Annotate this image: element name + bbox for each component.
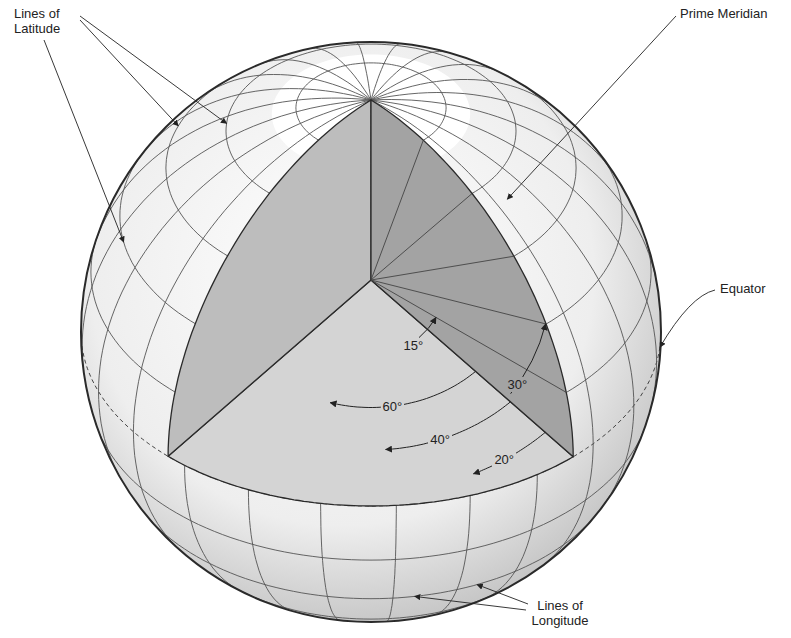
cutaway-wedge [168, 100, 573, 506]
leader-line [44, 40, 124, 242]
globe-grid [81, 42, 661, 621]
leader-line [660, 290, 715, 347]
latitude-ray [371, 194, 472, 281]
angle-label: 20° [492, 452, 516, 467]
callout-label: Equator [720, 281, 766, 296]
callout-label: Lines of Longitude [522, 598, 598, 628]
longitude-line [260, 60, 371, 100]
leader-line [80, 20, 178, 126]
globe-outline [81, 42, 661, 622]
angle-arcs [330, 317, 545, 473]
leader-line [507, 16, 676, 199]
angle-label: 15° [402, 338, 426, 353]
latitude-ray [371, 140, 423, 280]
leader-lines [44, 16, 715, 610]
angle-label: 30° [506, 377, 530, 392]
globe-body [81, 42, 661, 622]
angle-arrow [386, 402, 511, 450]
leader-line [477, 585, 528, 604]
callout-label: Lines of Latitude [14, 6, 78, 36]
leader-line [80, 16, 227, 124]
longitude-line [371, 80, 558, 111]
latitude-ray [371, 256, 514, 280]
longitude-line [356, 42, 371, 100]
longitude-line [371, 64, 501, 100]
callout-label: Prime Meridian [680, 6, 767, 21]
angle-label: 60° [381, 399, 405, 414]
latitude-plane [371, 100, 573, 457]
angle-label: 40° [428, 432, 452, 447]
latitude-line [239, 590, 503, 619]
latitude-ray [371, 280, 546, 324]
leader-line [415, 596, 526, 610]
latitude-line [145, 514, 596, 599]
longitude-line [371, 44, 401, 100]
longitude-line [371, 52, 447, 101]
angle-arrow [474, 432, 546, 474]
latitude-ray [371, 280, 566, 392]
angle-arrow [419, 317, 436, 337]
meridian-plane [168, 100, 371, 456]
